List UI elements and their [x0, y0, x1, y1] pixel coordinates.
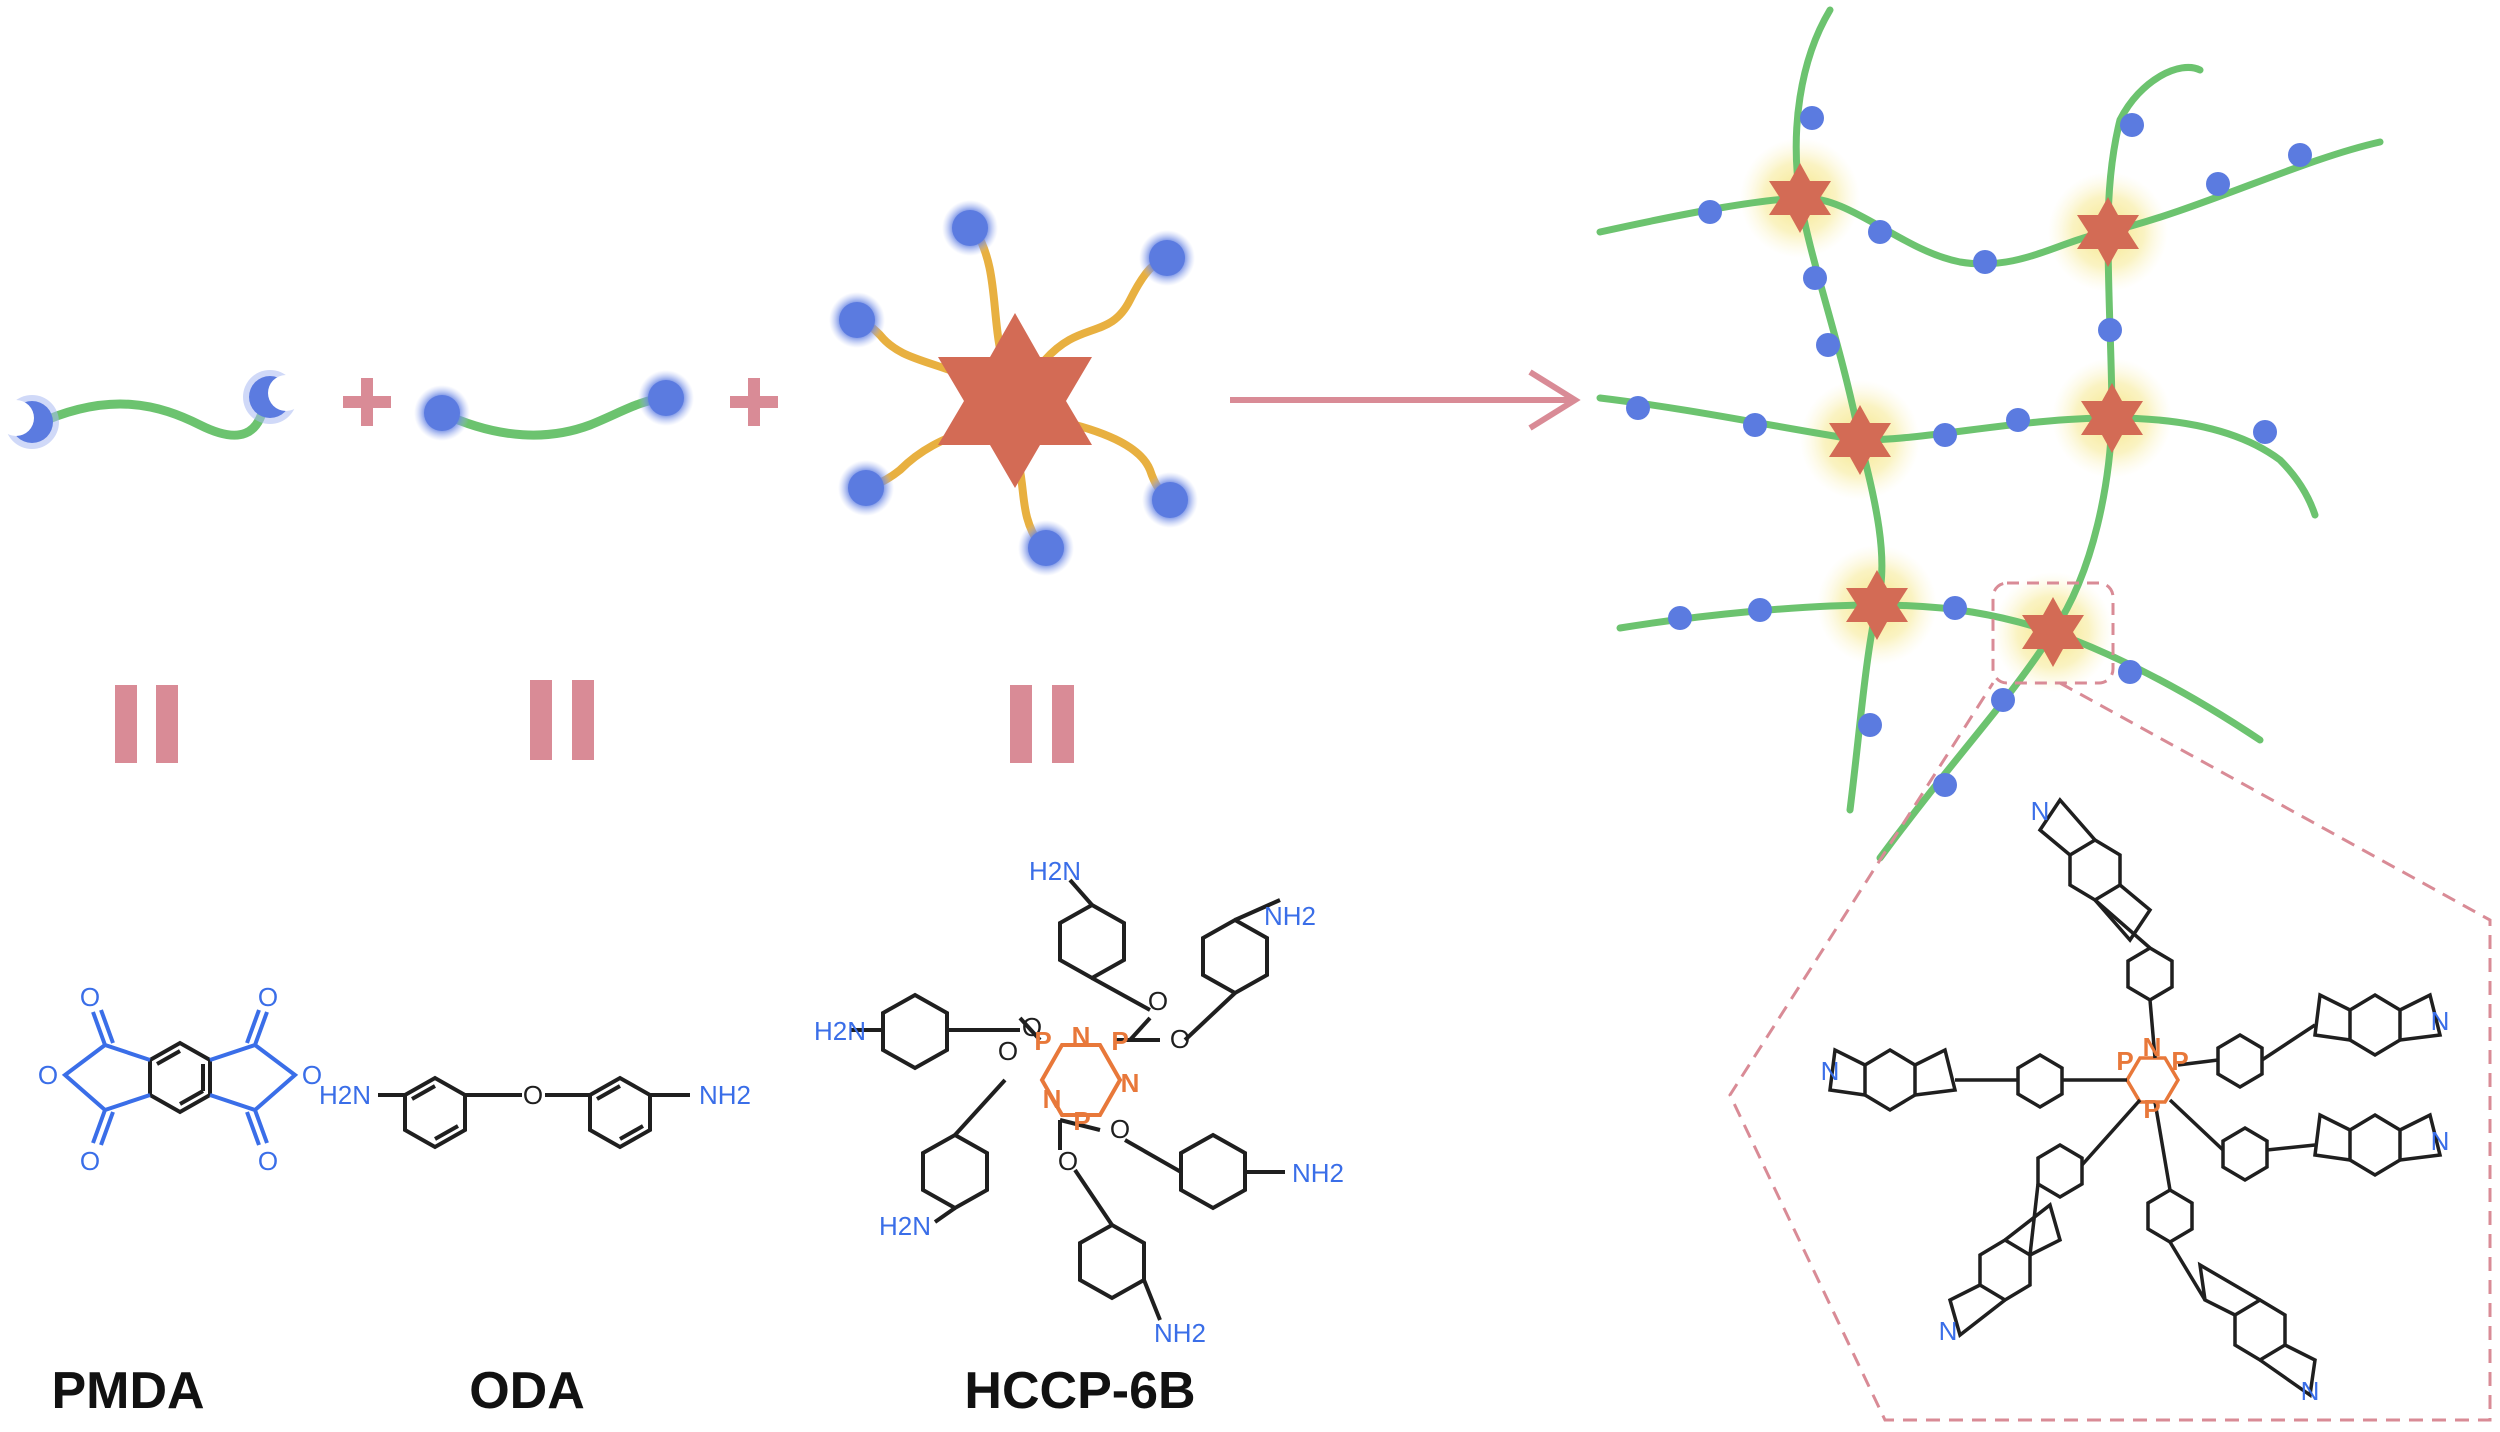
atom-o: O — [1058, 1146, 1078, 1176]
atom-n: N — [2431, 1006, 2450, 1036]
pmda-monomer-cartoon — [0, 370, 304, 449]
plus-sign-1 — [343, 378, 391, 426]
atom-o: O — [1170, 1024, 1190, 1054]
atom-o: O — [523, 1080, 543, 1110]
imide-unit-top — [2037, 797, 2153, 943]
crosslinked-network — [1596, 6, 2384, 862]
atom-p: P — [1111, 1026, 1128, 1056]
atom-p: P — [2143, 1094, 2160, 1124]
arm-top-right — [1041, 256, 1166, 364]
atom-o: O — [38, 1060, 58, 1090]
atom-o: O — [80, 982, 100, 1012]
equals-sign-hccp — [1010, 685, 1074, 763]
atom-n: N — [2301, 1376, 2320, 1406]
oda-monomer-cartoon — [414, 370, 694, 441]
plus-sign-2 — [730, 378, 778, 426]
zoom-highlight-box — [1991, 581, 2115, 685]
label-oda: ODA — [469, 1362, 585, 1420]
atom-nh2: NH2 — [699, 1080, 751, 1110]
atom-o: O — [258, 1146, 278, 1176]
atom-p: P — [2171, 1046, 2188, 1076]
amine-end-right — [648, 380, 684, 416]
atom-n: N — [1939, 1316, 1958, 1346]
amine-end-left — [424, 395, 460, 431]
atom-h2n: H2N — [814, 1016, 866, 1046]
oda-chain — [437, 393, 670, 440]
atom-n: N — [2143, 1032, 2162, 1062]
atom-o: O — [1148, 986, 1168, 1016]
core-star — [1846, 570, 1908, 640]
atom-n: N — [1121, 1068, 1140, 1098]
equals-sign-oda — [530, 680, 594, 760]
atom-o: O — [80, 1146, 100, 1176]
label-hccp-6b: HCCP-6B — [964, 1362, 1195, 1420]
star-end-groups — [829, 200, 1198, 576]
label-pmda: PMDA — [51, 1362, 204, 1420]
atom-h2n: H2N — [1029, 856, 1081, 886]
atom-nh2: NH2 — [1264, 901, 1316, 931]
atom-o: O — [258, 982, 278, 1012]
pmda-chain — [30, 395, 270, 440]
atom-p: P — [2116, 1046, 2133, 1076]
atom-o: O — [1110, 1114, 1130, 1144]
crescent-end-right — [243, 370, 304, 424]
atom-h2n: H2N — [879, 1211, 931, 1241]
atom-nh2: NH2 — [1292, 1158, 1344, 1188]
crescent-end-left — [0, 395, 59, 449]
imide-unit-bottom-right — [2197, 1261, 2317, 1399]
hccp-star-cartoon — [829, 200, 1198, 576]
core-star — [2022, 597, 2084, 667]
atom-n: N — [1043, 1084, 1062, 1114]
network-beads — [1626, 106, 2312, 797]
hexagram-core — [938, 313, 1092, 488]
hccp-6b-structure — [850, 878, 1285, 1321]
atom-n: N — [2031, 796, 2050, 826]
reaction-arrow — [1230, 369, 1581, 431]
equals-sign-pmda — [115, 685, 178, 763]
atom-n: N — [2431, 1126, 2450, 1156]
network-crosslink-cores — [1769, 163, 2143, 667]
atom-p: P — [1034, 1026, 1051, 1056]
atom-o: O — [998, 1036, 1018, 1066]
atom-nh2: NH2 — [1154, 1318, 1206, 1348]
oda-atoms: H2N O NH2 — [319, 1080, 751, 1110]
atom-n: N — [1821, 1056, 1840, 1086]
imide-unit-right-lower — [2313, 1112, 2443, 1178]
imide-unit-right-upper — [2313, 992, 2443, 1058]
core-star — [2077, 197, 2139, 267]
pmda-atoms: O O O O O O — [38, 982, 322, 1176]
atom-n: N — [1072, 1021, 1091, 1051]
atom-o: O — [302, 1060, 322, 1090]
core-star — [1769, 163, 1831, 233]
oda-structure — [378, 1075, 690, 1150]
atom-h2n: H2N — [319, 1080, 371, 1110]
core-star — [1829, 405, 1891, 475]
core-star — [2081, 383, 2143, 453]
imide-unit-left — [1828, 1047, 1958, 1113]
atom-o: O — [1022, 1012, 1042, 1042]
inset-dashed-outline — [1728, 681, 2492, 1422]
atom-p: P — [1073, 1106, 1090, 1136]
zoom-inset: P P P N N N N N N N — [1728, 681, 2492, 1422]
hccp-6b-atoms: H2N NH2 H2N NH2 H2N NH2 O O O O O O P P … — [814, 856, 1344, 1348]
pmda-structure — [61, 1009, 299, 1146]
inset-atoms: P P P N N N N N N N — [1821, 796, 2450, 1406]
imide-unit-bottom-left — [1947, 1202, 2063, 1338]
